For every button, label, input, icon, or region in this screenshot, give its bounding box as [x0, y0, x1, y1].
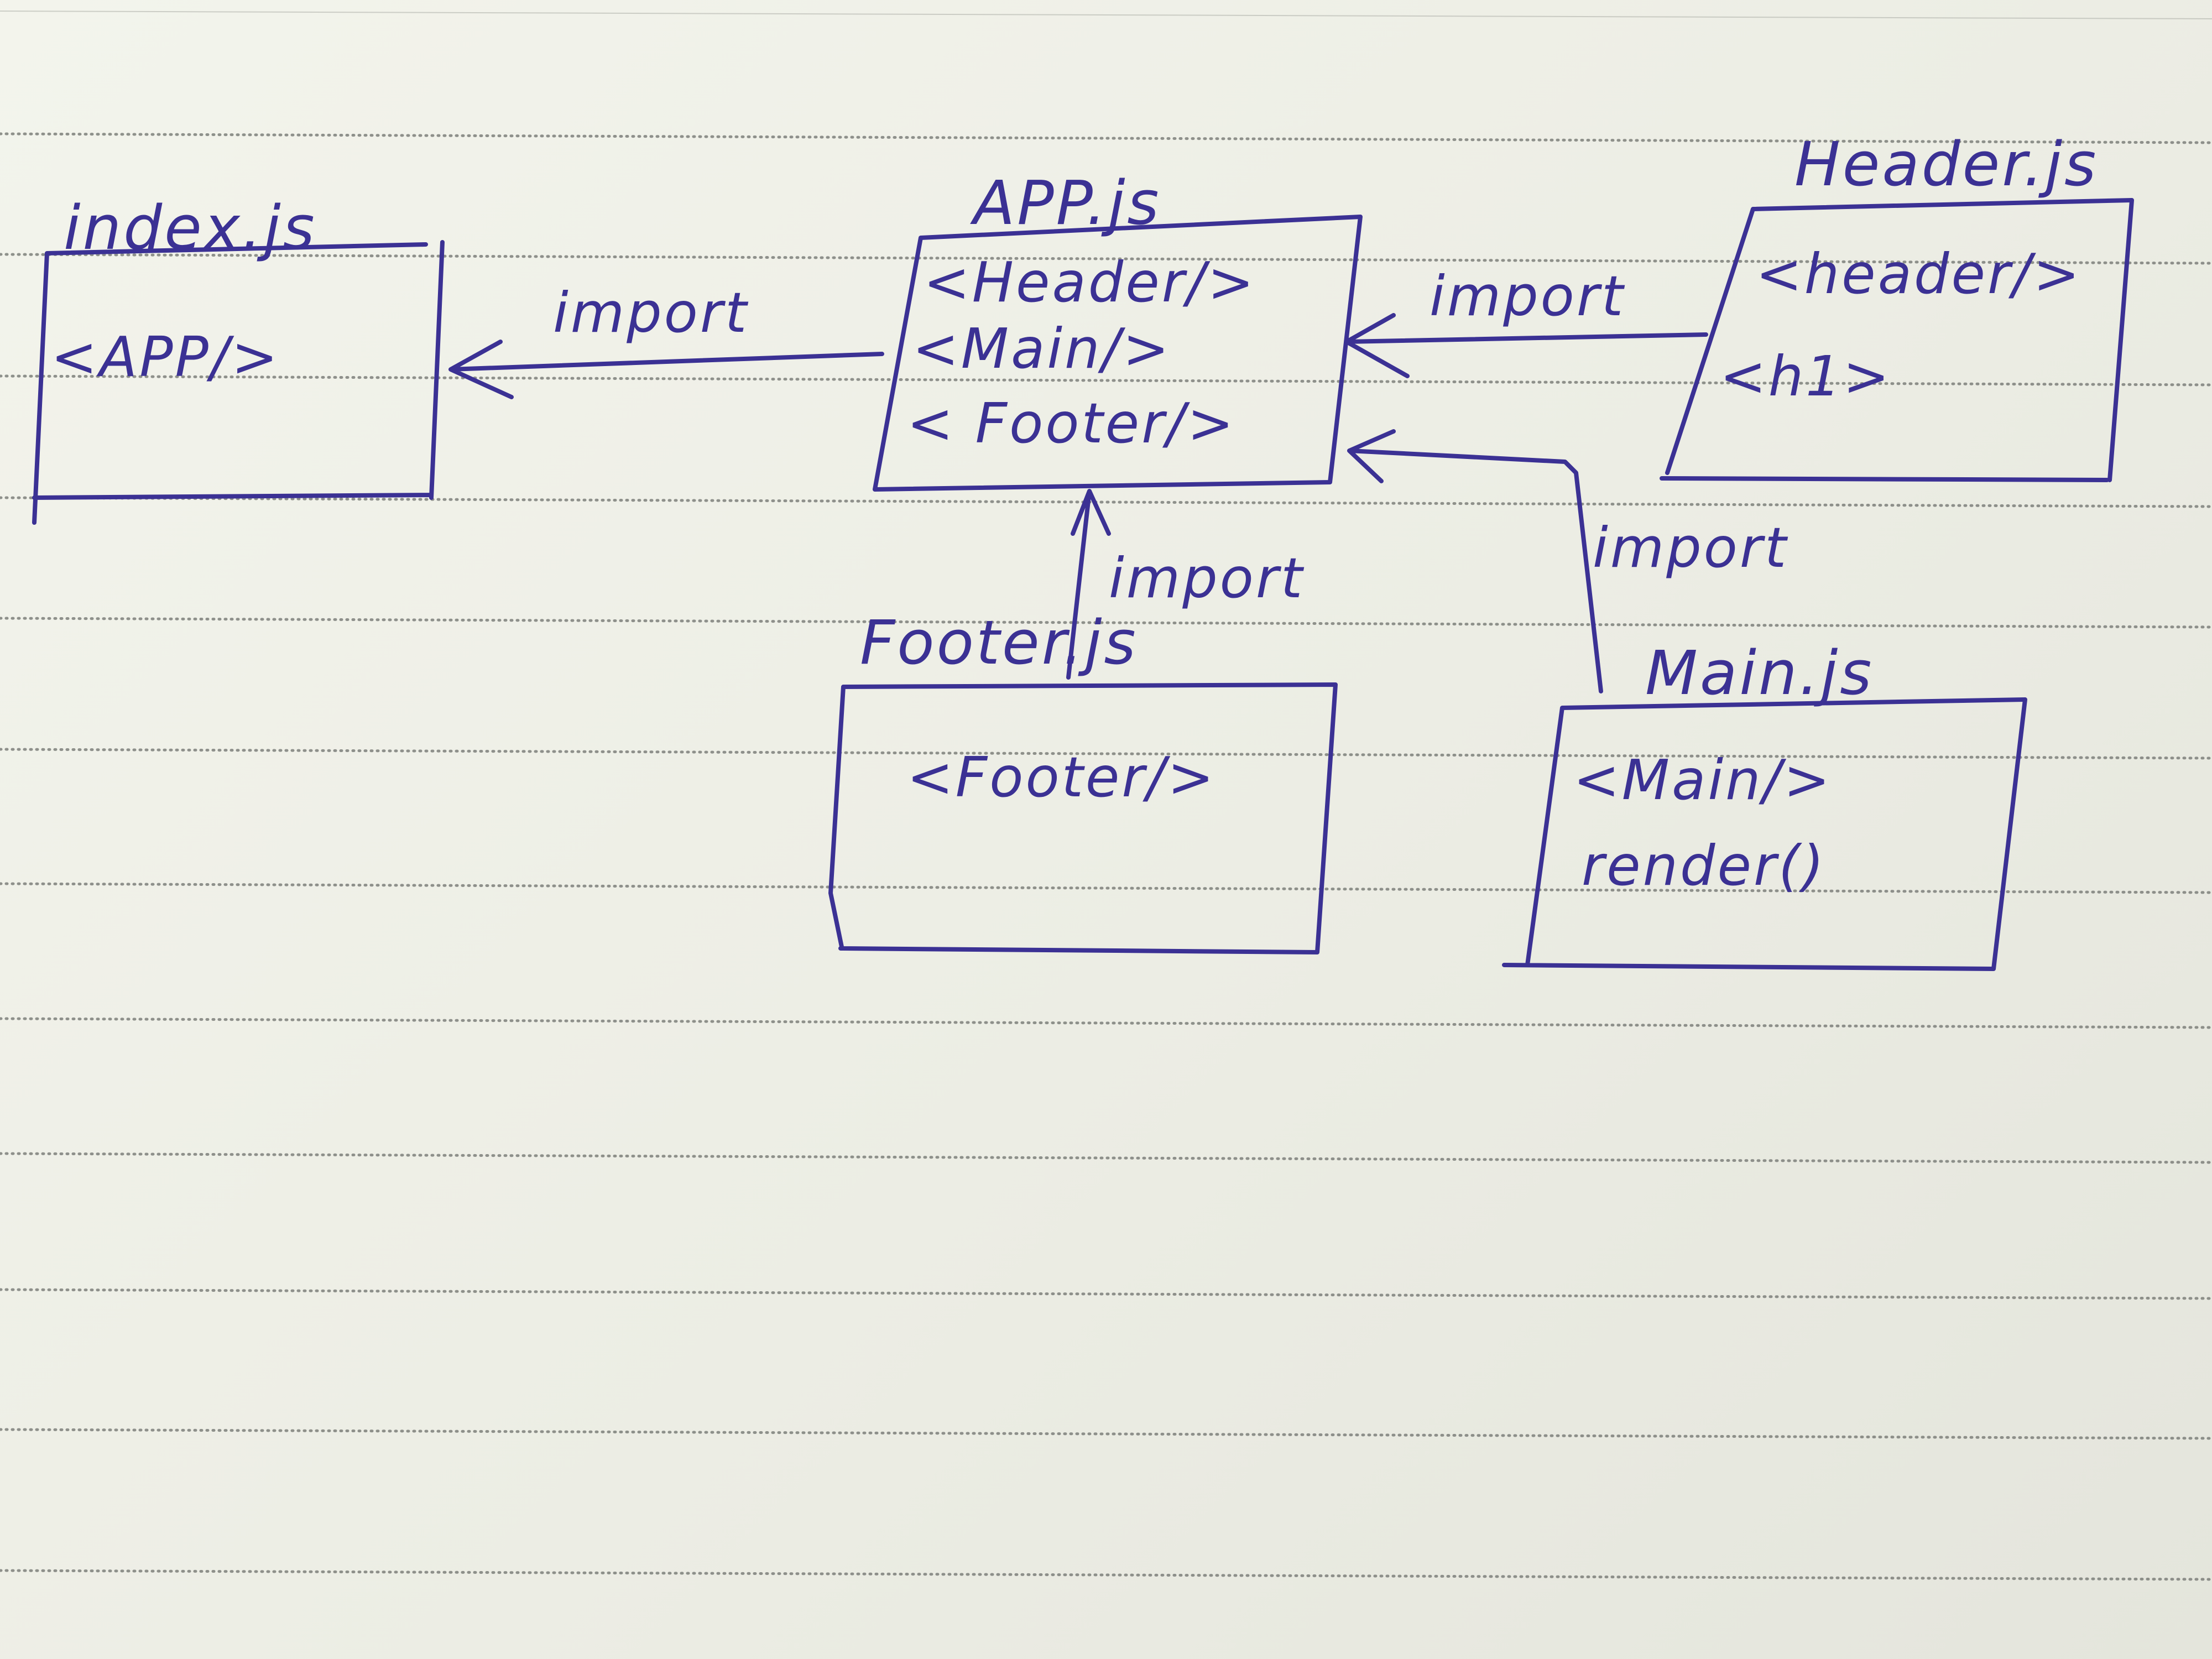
box-outline-main — [1502, 697, 2027, 971]
box-outline-header — [1660, 198, 2134, 482]
edge-main-to-app: import — [1347, 429, 1788, 693]
ruled-lines — [0, 11, 2212, 1581]
edge-label-app-to-index: import — [553, 280, 749, 345]
file-box-main: Main.js <Main/> render() — [1502, 638, 2027, 971]
file-title-header: Header.js — [1794, 129, 2098, 200]
box-line-footer-0: <Footer/> — [907, 745, 1216, 810]
box-line-main-1: render() — [1582, 833, 1826, 898]
file-title-footer: Footer.js — [860, 607, 1138, 678]
file-box-app: APP.js <Header/> <Main/> < Footer/> — [873, 168, 1363, 492]
arrow-main-to-app — [1347, 429, 1603, 693]
box-line-app-0: <Header/> — [924, 250, 1256, 315]
box-line-app-1: <Main/> — [912, 316, 1171, 381]
box-outline-footer — [828, 682, 1338, 954]
edge-label-footer-to-app: import — [1109, 546, 1305, 611]
edge-label-header-to-app: import — [1430, 264, 1625, 328]
box-line-header-0: <header/> — [1756, 242, 2082, 306]
edge-label-main-to-app: import — [1593, 515, 1788, 580]
file-box-footer: Footer.js <Footer/> — [828, 607, 1338, 954]
box-line-app-2: < Footer/> — [907, 391, 1236, 456]
box-line-index-0: <APP/> — [51, 325, 280, 389]
box-line-main-0: <Main/> — [1573, 748, 1832, 812]
box-outline-app — [873, 215, 1363, 492]
box-line-header-1: <h1> — [1720, 344, 1892, 409]
edge-footer-to-app: import — [1066, 489, 1305, 680]
arrow-header-to-app — [1344, 313, 1708, 378]
edge-header-to-app: import — [1344, 264, 1708, 378]
arrow-footer-to-app — [1066, 489, 1111, 680]
edge-app-to-index: import — [448, 280, 884, 399]
file-box-header: Header.js <header/> <h1> — [1660, 129, 2134, 482]
arrow-app-to-index — [448, 340, 884, 399]
file-title-main: Main.js — [1645, 638, 1874, 708]
file-box-index: index.js <APP/> — [32, 192, 445, 525]
box-outline-index — [32, 240, 445, 525]
